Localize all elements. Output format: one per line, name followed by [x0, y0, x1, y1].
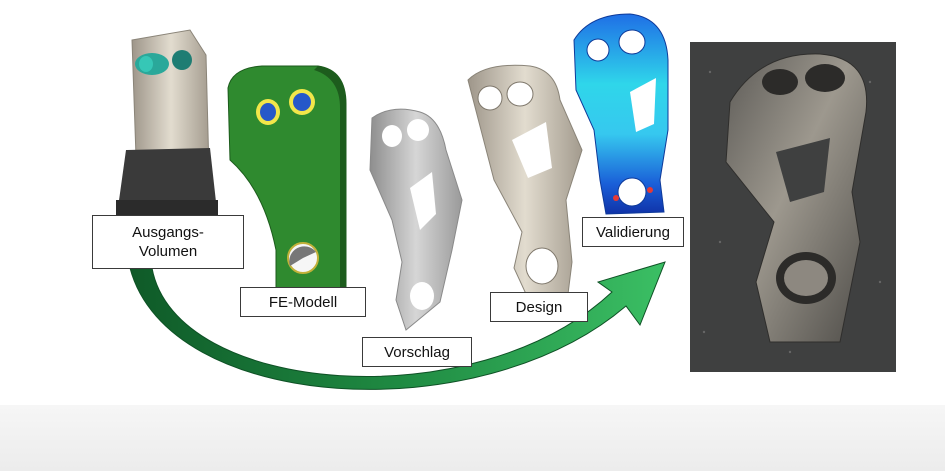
cast-part-illustration — [690, 42, 896, 372]
label-line: Volumen — [138, 243, 198, 260]
label-ausgangs-volumen: Ausgangs- Volumen — [92, 215, 244, 269]
design-part — [467, 64, 583, 295]
initial-volume-part — [116, 29, 218, 222]
label-validierung: Validierung — [582, 217, 684, 247]
label-text: Design — [515, 298, 563, 316]
proposal-part — [369, 108, 463, 331]
label-text: FE-Modell — [268, 293, 338, 311]
validation-part — [573, 13, 669, 215]
cast-part-photo — [690, 42, 896, 372]
label-design: Design — [490, 292, 588, 322]
process-arrow — [129, 261, 666, 390]
label-line: Ausgangs- — [132, 224, 204, 241]
label-text: Validierung — [596, 223, 670, 241]
label-fe-modell: FE-Modell — [240, 287, 366, 317]
fe-model-part — [227, 65, 347, 291]
floor-reflection — [0, 405, 945, 471]
label-text: Vorschlag — [384, 343, 450, 361]
label-vorschlag: Vorschlag — [362, 337, 472, 367]
